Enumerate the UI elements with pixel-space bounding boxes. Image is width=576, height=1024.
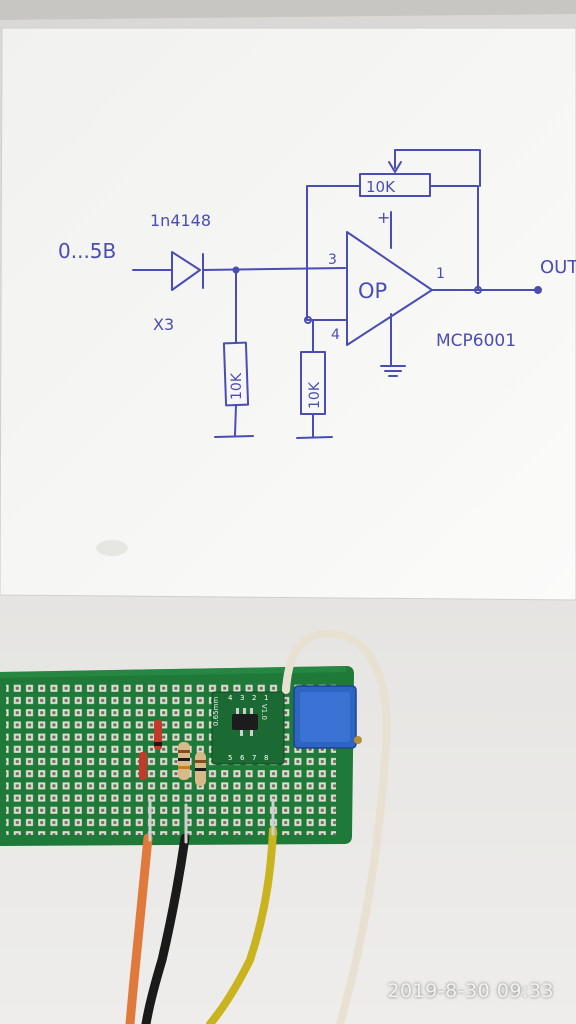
adapter-pin-2: 2 xyxy=(252,694,256,702)
pot-label: 10K xyxy=(366,178,396,196)
wires xyxy=(125,629,391,1024)
pot-wiper-wire xyxy=(394,149,481,187)
chip-label: MCP6001 xyxy=(436,331,516,351)
output-label: OUT xyxy=(540,257,576,278)
diode-component-2 xyxy=(139,752,147,780)
pin4-label: 4 xyxy=(331,327,340,343)
adapter-pin-6: 6 xyxy=(240,754,245,762)
orange-wire xyxy=(125,833,153,1024)
white-wire xyxy=(282,629,391,1024)
paper-smudge xyxy=(96,540,128,556)
paper-sheet xyxy=(0,27,576,601)
opamp-triangle xyxy=(346,231,433,346)
ground-resistor-label: 10K xyxy=(307,381,323,409)
pulldown-wire-bottom xyxy=(234,404,237,436)
adapter-pin-1: 1 xyxy=(264,694,268,702)
opamp-label: OP xyxy=(358,279,387,303)
mcp6001-chip xyxy=(232,714,258,730)
top-shadow xyxy=(0,0,576,20)
trimmer-potentiometer xyxy=(293,685,362,749)
ground-symbol xyxy=(380,365,406,377)
black-wire xyxy=(141,833,190,1024)
feedback-wire-right xyxy=(429,185,479,291)
pin1-label: 1 xyxy=(436,266,445,282)
sot23-adapter: 0.65mm V1.0 4 3 2 1 5 6 7 8 xyxy=(211,691,285,765)
adapter-top-text: V1.0 xyxy=(260,704,268,720)
input-label: 0...5B xyxy=(58,239,116,263)
diode-label: 1n4148 xyxy=(150,211,211,230)
multiplier-label: X3 xyxy=(153,315,174,334)
adapter-pin-7: 7 xyxy=(252,754,256,762)
yellow-wire xyxy=(206,826,277,1024)
board-components xyxy=(139,720,206,786)
pot-wiper-arrow xyxy=(388,149,402,173)
feedback-wire-left xyxy=(306,185,361,321)
diode-to-opamp-wire xyxy=(202,267,346,271)
pulldown-resistor xyxy=(222,341,250,407)
adapter-pin-5: 5 xyxy=(228,754,232,762)
schematic-drawing xyxy=(132,149,542,439)
diode-symbol xyxy=(171,251,201,291)
photo-timestamp: 2019-8-30 09:33 xyxy=(387,980,554,1002)
pulldown-resistor-label: 10K xyxy=(229,372,245,400)
adapter-pin-8: 8 xyxy=(264,754,268,762)
ground-line-1 xyxy=(214,435,254,438)
plus-label: + xyxy=(377,208,390,227)
pin3-label: 3 xyxy=(328,252,337,268)
adapter-pin-4: 4 xyxy=(228,694,233,702)
ground-line-2 xyxy=(296,436,333,439)
adapter-pin-3: 3 xyxy=(240,694,244,702)
adapter-text: 0.65mm xyxy=(212,697,220,726)
